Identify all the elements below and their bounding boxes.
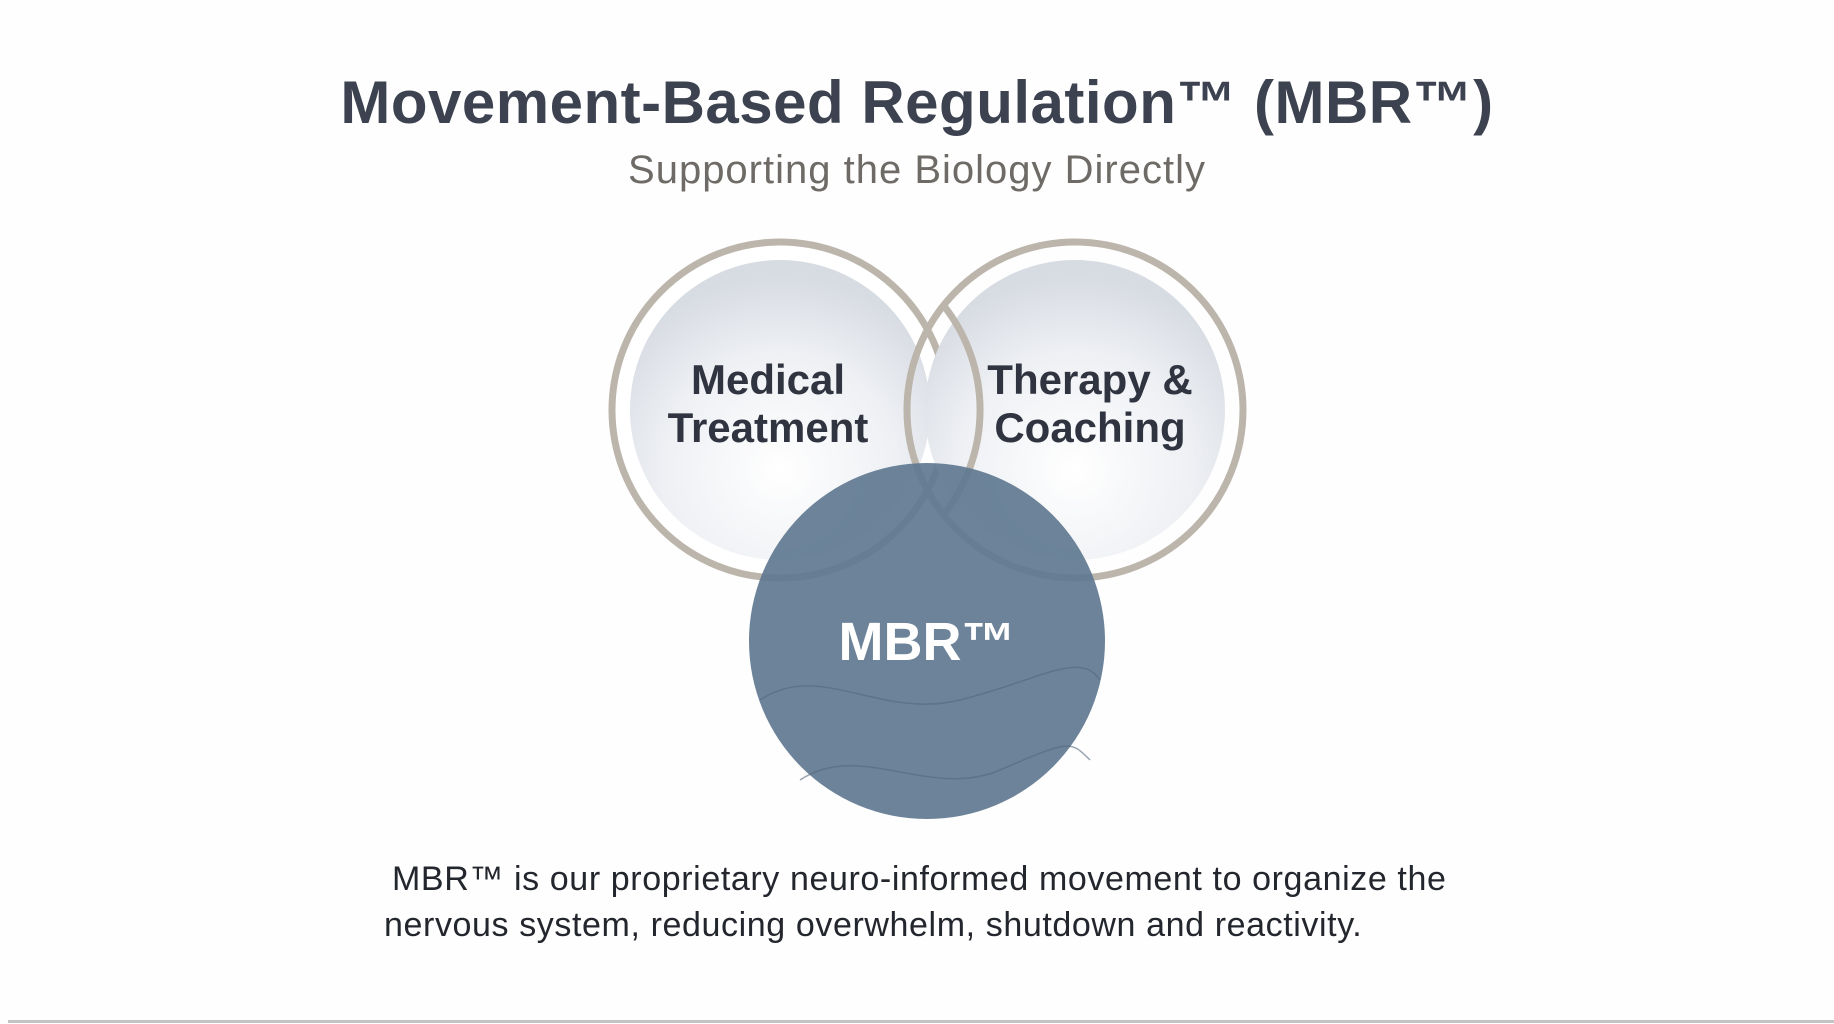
mbr-label: MBR™ [839,612,1016,672]
circle-mbr [749,463,1105,819]
bottom-divider [8,1020,1834,1023]
page-subtitle: Supporting the Biology Directly [628,148,1206,192]
page-title: Movement-Based Regulation™ (MBR™) [340,69,1494,136]
therapy-label-line2: Coaching [994,404,1185,451]
medical-label-line2: Treatment [668,404,869,451]
therapy-label-line1: Therapy & [987,356,1192,403]
description-line2: nervous system, reducing overwhelm, shut… [384,906,1363,944]
description: MBR™ is our proprietary neuro-informed m… [384,856,1446,948]
description-line1: MBR™ is our proprietary neuro-informed m… [392,860,1447,898]
medical-label-line1: Medical [691,356,845,403]
